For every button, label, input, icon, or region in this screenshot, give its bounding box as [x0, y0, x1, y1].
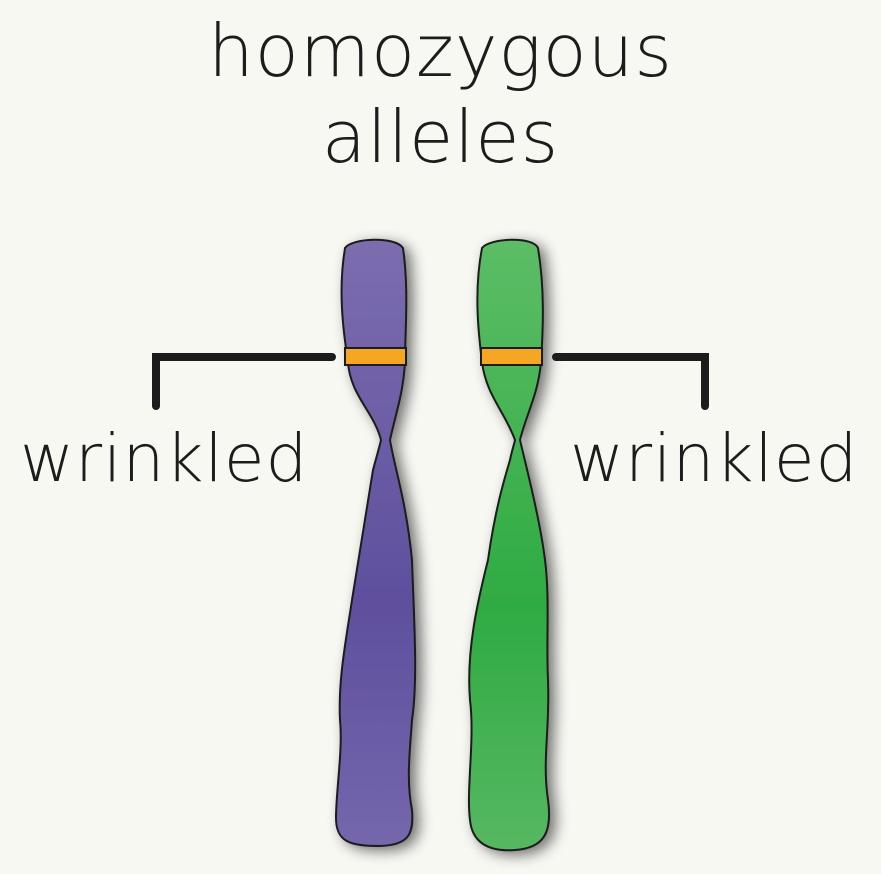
- allele-label-left: wrinkled: [20, 424, 308, 494]
- chromosome-right: [469, 240, 549, 851]
- pointer-line-left: [156, 357, 332, 406]
- allele-label-right: wrinkled: [570, 424, 858, 494]
- pointer-line-right: [556, 357, 705, 406]
- chromosome-left: [336, 240, 415, 846]
- allele-band-left: [345, 348, 406, 365]
- allele-band-right: [481, 348, 542, 365]
